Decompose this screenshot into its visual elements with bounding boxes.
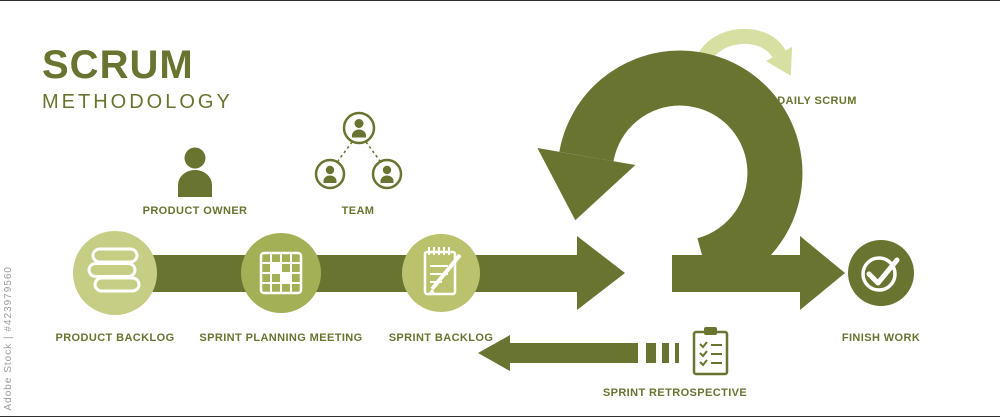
main-flow-arrow: [140, 236, 625, 310]
calendar-grid-icon: [259, 251, 303, 295]
sprint-planning-meeting-label: SPRINT PLANNING MEETING: [199, 332, 363, 344]
product-owner-label: PRODUCT OWNER: [142, 205, 248, 217]
page-subtitle: METHODOLOGY: [42, 91, 233, 113]
loop-arrow-icon: [537, 50, 803, 292]
page-title: SCRUM: [42, 43, 194, 87]
title-block: SCRUM METHODOLOGY: [42, 45, 233, 114]
finish-work-circle: [848, 240, 914, 306]
sprint-retrospective-label: SPRINT RETROSPECTIVE: [602, 387, 748, 399]
notepad-pencil-icon: [423, 247, 462, 296]
step-circle-product-backlog: [73, 231, 157, 315]
backlog-stack-icon: [87, 247, 141, 293]
sprint-backlog-label: SPRINT BACKLOG: [388, 332, 494, 344]
daily-scrum-label: DAILY SCRUM: [777, 95, 857, 107]
stock-watermark: Adobe Stock | #423979560: [3, 265, 14, 410]
retrospective-arrow: [478, 335, 679, 371]
clipboard-checklist-icon: [692, 327, 729, 376]
finish-work-label: FINISH WORK: [841, 332, 921, 344]
team-org-icon: [314, 111, 403, 190]
step-circle-sprint-backlog: [402, 234, 480, 312]
person-icon: [178, 147, 212, 197]
product-backlog-label: PRODUCT BACKLOG: [55, 332, 175, 344]
daily-scrum-arrow: [696, 28, 793, 76]
finish-arrow: [672, 236, 845, 310]
step-circle-sprint-planning: [241, 233, 321, 313]
check-circle-icon: [861, 256, 900, 292]
team-label: TEAM: [341, 205, 375, 217]
